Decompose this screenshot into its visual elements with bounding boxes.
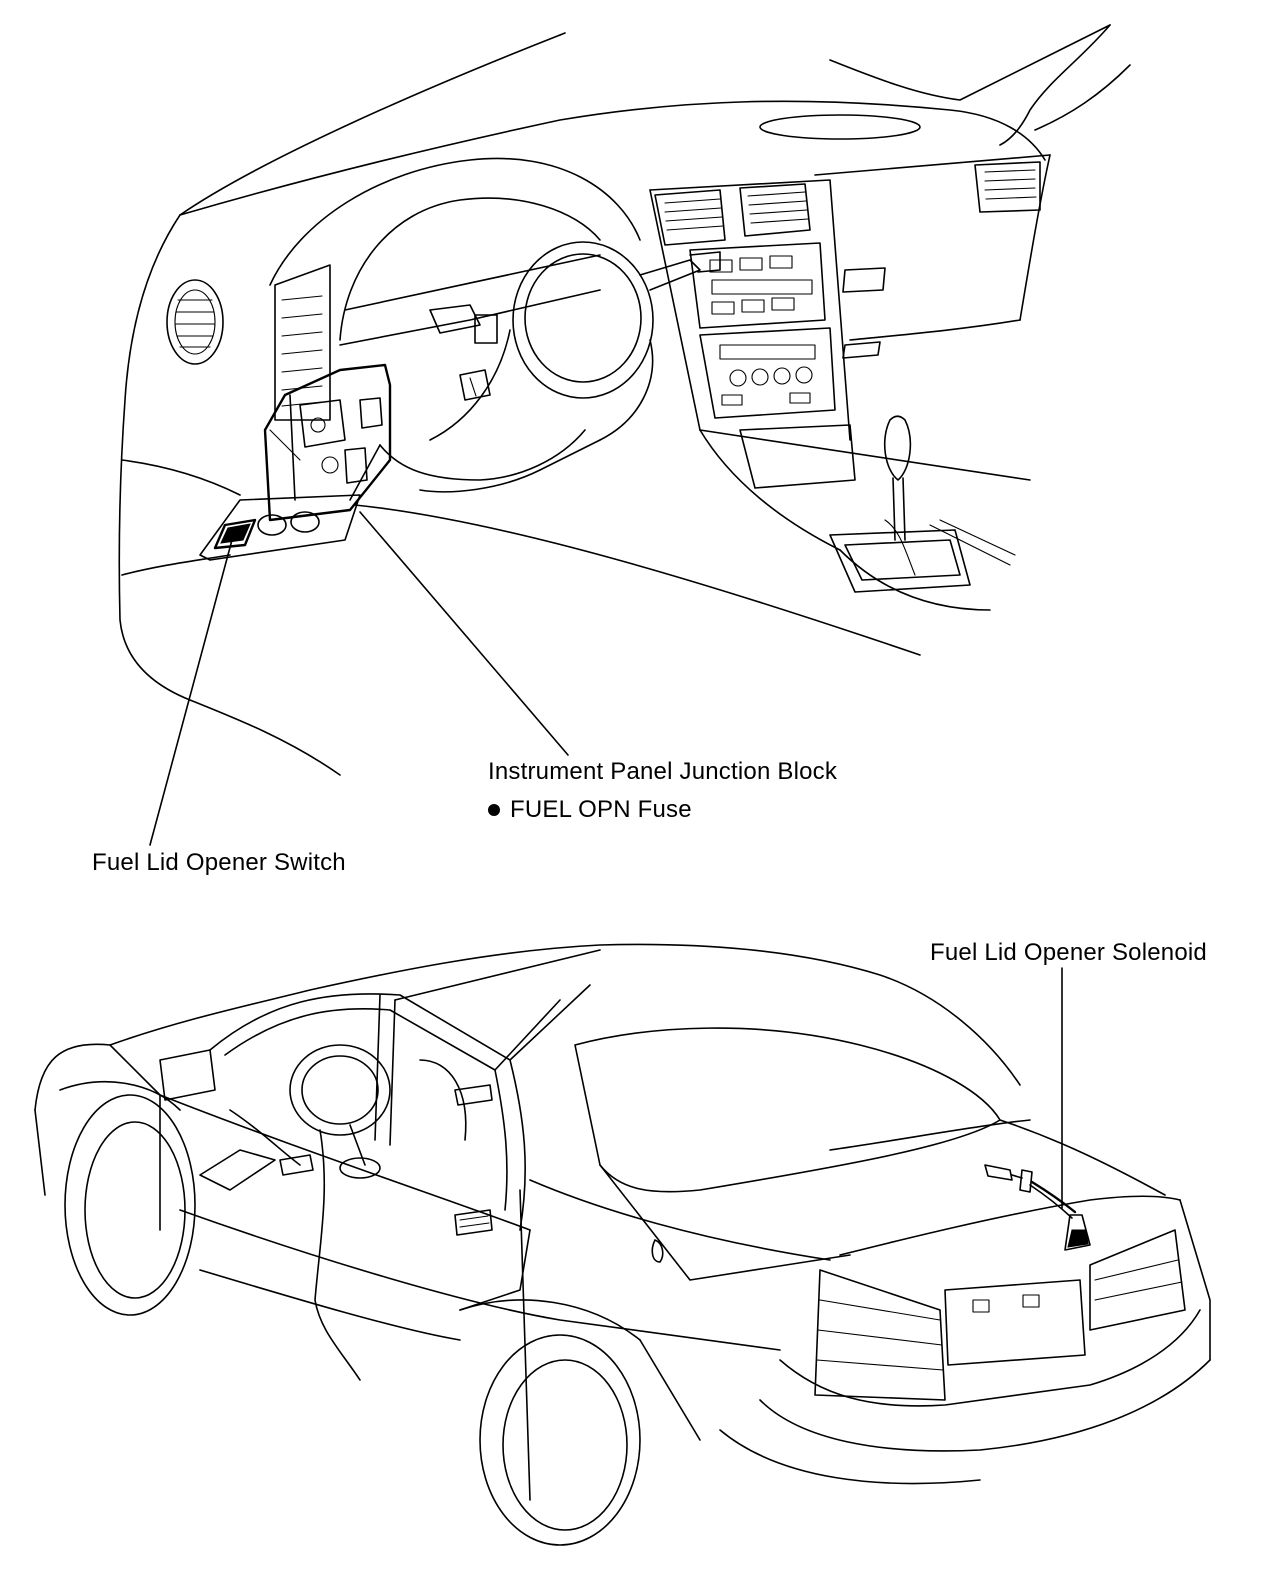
junction-block-leader-line (359, 511, 569, 756)
opener-switch-label: Fuel Lid Opener Switch (92, 849, 346, 876)
switch-leader-line (149, 539, 233, 846)
bullet-icon (488, 804, 500, 816)
vehicle-illustration (34, 943, 1211, 1546)
instrument-panel-illustration (118, 24, 1131, 776)
junction-block-label: Instrument Panel Junction Block (488, 758, 838, 785)
fuse-label-row: FUEL OPN Fuse (488, 795, 692, 825)
fuse-label: FUEL OPN Fuse (510, 796, 692, 823)
opener-solenoid-label: Fuel Lid Opener Solenoid (930, 939, 1207, 966)
